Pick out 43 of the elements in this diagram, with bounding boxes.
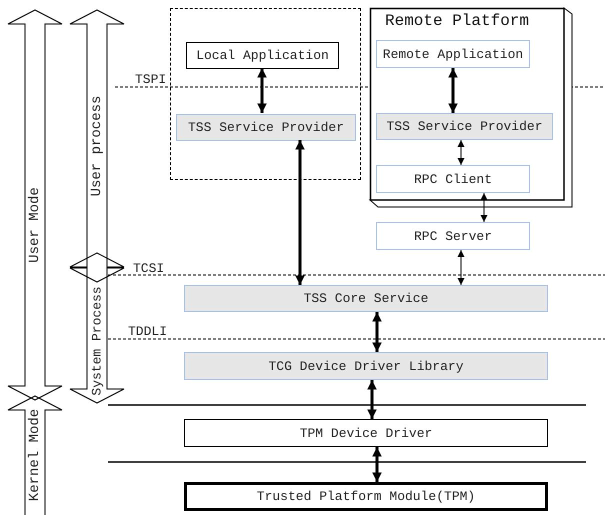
arrow [458, 250, 464, 286]
interface-label: TCSI [133, 261, 164, 276]
double-arrow-band [8, 10, 62, 400]
process-box [376, 165, 530, 193]
band-label: User Mode [27, 187, 43, 263]
process-box [376, 40, 530, 68]
double-arrow-band [70, 10, 124, 282]
arrow [458, 140, 464, 166]
dashed-group-box [170, 8, 361, 180]
process-box [376, 113, 553, 140]
process-box [184, 285, 548, 312]
process-box [184, 352, 548, 380]
band-label: System Process [90, 286, 104, 396]
process-box [176, 114, 356, 141]
process-box [184, 482, 548, 511]
box-label: TSS Core Service [304, 291, 428, 306]
process-box [184, 419, 548, 447]
box-label: TCG Device Driver Library [268, 358, 464, 374]
band-label: User process [89, 96, 105, 196]
interface-label: TSPI [135, 72, 166, 87]
box-label: TPM Device Driver [300, 426, 432, 440]
double-arrow-band [8, 396, 62, 515]
arrow [372, 312, 382, 352]
arrow [448, 68, 458, 113]
platform-title: Remote Platform [384, 12, 530, 30]
platform-box [370, 8, 572, 207]
box-label: TSS Service Provider [386, 119, 543, 134]
interface-label: TDDLI [128, 324, 168, 339]
box-label: Remote Application [382, 46, 524, 62]
band-label: Kernel Mode [27, 408, 43, 501]
box-label: Trusted Platform Module(TPM) [256, 489, 476, 504]
process-box [376, 222, 530, 250]
arrow [367, 380, 377, 419]
box-label: Local Application [196, 48, 329, 63]
double-arrow-band [70, 253, 124, 403]
box-label: TSS Service Provider [188, 120, 344, 135]
box-label: RPC Client [414, 172, 492, 186]
arrow [372, 447, 382, 482]
arrow [480, 192, 488, 222]
box-label: RPC Server [414, 228, 492, 244]
arrow [295, 140, 305, 285]
arrow [257, 68, 267, 113]
process-box [186, 42, 339, 69]
